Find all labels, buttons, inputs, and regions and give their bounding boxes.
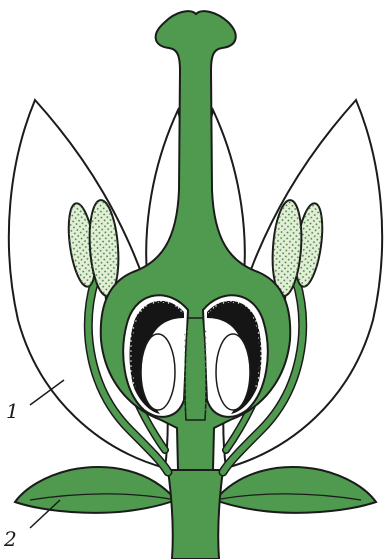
- label-2: 2: [3, 527, 17, 551]
- pistil: [101, 11, 290, 470]
- ovule-left: [141, 334, 175, 410]
- pedicel: [168, 470, 223, 559]
- sepal-right: [215, 467, 376, 513]
- ovule-right: [216, 334, 250, 410]
- sepal-left: [15, 467, 176, 513]
- placenta: [185, 318, 206, 420]
- label-1: 1: [6, 399, 19, 423]
